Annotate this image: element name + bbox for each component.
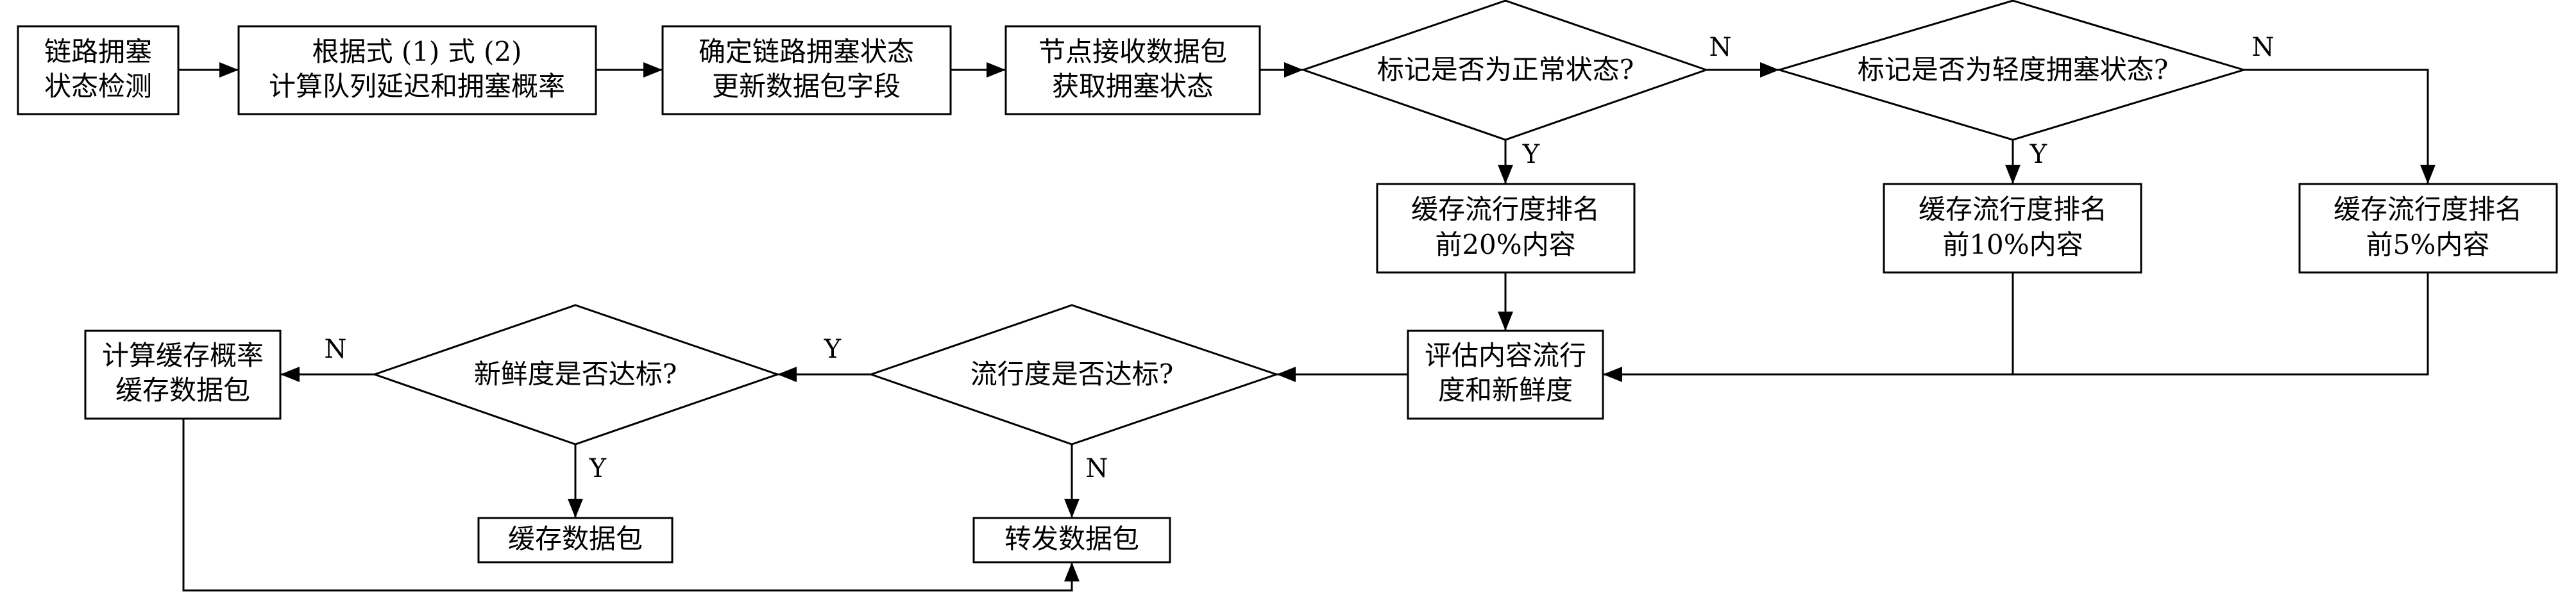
node-detect: 链路拥塞 状态检测 xyxy=(17,25,180,115)
node-determine-line1: 确定链路拥塞状态 xyxy=(699,36,914,67)
edge-calc-forward xyxy=(182,419,1080,592)
node-forward-pkt: 转发数据包 xyxy=(972,517,1171,564)
node-top20-line1: 缓存流行度排名 xyxy=(1411,194,1600,225)
node-compute: 根据式 (1) 式 (2) 计算队列延迟和拥塞概率 xyxy=(237,25,597,115)
decision-is-light-text: 标记是否为轻度拥塞状态? xyxy=(1858,54,2169,85)
node-evaluate-line1: 评估内容流行 xyxy=(1425,340,1586,371)
node-evaluate: 评估内容流行 度和新鲜度 xyxy=(1407,330,1604,420)
node-compute-line1: 根据式 (1) 式 (2) xyxy=(312,36,521,67)
node-compute-line2: 计算队列延迟和拥塞概率 xyxy=(269,71,565,102)
node-top5-line2: 前5%内容 xyxy=(2366,229,2490,260)
node-top5-line1: 缓存流行度排名 xyxy=(2334,194,2522,225)
label-pop-yes: Y xyxy=(824,335,842,364)
node-top10-line2: 前10%内容 xyxy=(1942,229,2083,260)
node-top20-line2: 前20%内容 xyxy=(1435,229,1575,260)
label-light-no: N xyxy=(2252,33,2275,62)
node-receive-line2: 获取拥塞状态 xyxy=(1052,71,1214,102)
label-fresh-yes: Y xyxy=(589,454,607,483)
node-calc-cache-line1: 计算缓存概率 xyxy=(102,340,264,371)
label-normal-no: N xyxy=(1709,33,1732,62)
label-normal-yes: Y xyxy=(1522,140,1540,169)
edge-labels: N Y N Y Y N N Y xyxy=(325,33,2275,483)
node-top5: 缓存流行度排名 前5%内容 xyxy=(2298,183,2558,274)
node-top10-line1: 缓存流行度排名 xyxy=(1919,194,2107,225)
decision-pop-ok-text: 流行度是否达标? xyxy=(970,358,1174,390)
decision-fresh-ok: 新鲜度是否达标? xyxy=(371,304,781,446)
node-calc-cache-line2: 缓存数据包 xyxy=(115,374,250,406)
node-determine-line2: 更新数据包字段 xyxy=(712,71,901,102)
decision-is-normal-text: 标记是否为正常状态? xyxy=(1377,54,1634,85)
decision-fresh-ok-text: 新鲜度是否达标? xyxy=(474,358,677,390)
node-top10: 缓存流行度排名 前10%内容 xyxy=(1883,183,2142,274)
node-calc-cache: 计算缓存概率 缓存数据包 xyxy=(84,330,282,420)
node-receive: 节点接收数据包 获取拥塞状态 xyxy=(1004,25,1261,115)
node-evaluate-line2: 度和新鲜度 xyxy=(1438,374,1573,406)
node-cache-pkt: 缓存数据包 xyxy=(477,517,674,564)
decision-is-light: 标记是否为轻度拥塞状态? xyxy=(1775,0,2248,141)
node-receive-line1: 节点接收数据包 xyxy=(1038,36,1227,67)
edge-light-top5 xyxy=(2244,69,2436,184)
node-determine: 确定链路拥塞状态 更新数据包字段 xyxy=(661,25,952,115)
label-light-yes: Y xyxy=(2029,140,2047,169)
node-forward-pkt-text: 转发数据包 xyxy=(1004,523,1139,555)
label-pop-no: N xyxy=(1086,454,1108,483)
edges xyxy=(178,62,2436,592)
node-cache-pkt-text: 缓存数据包 xyxy=(508,523,643,555)
node-detect-line2: 状态检测 xyxy=(44,71,152,102)
decision-pop-ok: 流行度是否达标? xyxy=(868,304,1280,446)
label-fresh-no: N xyxy=(325,335,347,364)
node-detect-line1: 链路拥塞 xyxy=(44,36,152,67)
node-top20: 缓存流行度排名 前20%内容 xyxy=(1376,183,1636,274)
edge-top5-evaluate xyxy=(1603,272,2429,382)
decision-is-normal: 标记是否为正常状态? xyxy=(1300,0,1709,141)
